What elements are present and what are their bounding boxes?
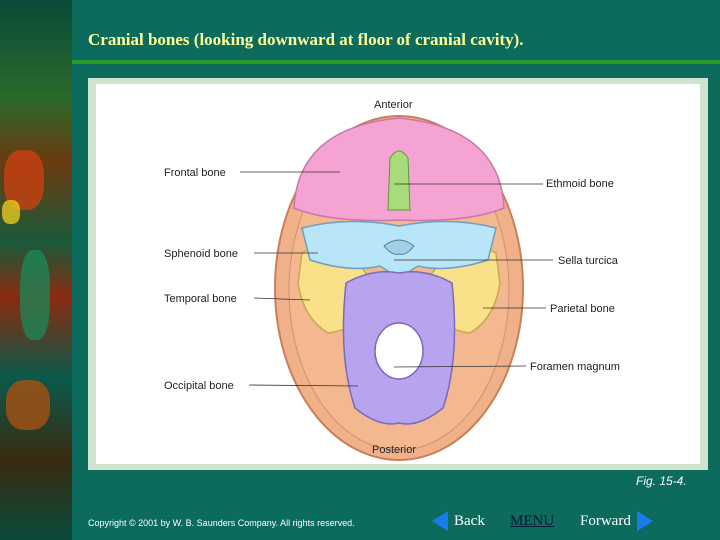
skull-figure: Anterior Posterior Frontal bone Sphenoid… [88, 78, 708, 470]
label-parietal-bone: Parietal bone [550, 303, 615, 315]
sidebar-streak [2, 200, 20, 224]
foramen-magnum-shape [374, 322, 424, 380]
cranial-floor-diagram: Anterior Posterior Frontal bone Sphenoid… [164, 99, 620, 461]
decorative-sidebar [0, 0, 72, 540]
label-anterior: Anterior [374, 99, 413, 111]
label-posterior: Posterior [372, 444, 416, 456]
sella-turcica-shape [383, 239, 415, 255]
label-frontal-bone: Frontal bone [164, 167, 226, 179]
label-sphenoid-bone: Sphenoid bone [164, 248, 238, 260]
forward-arrow-icon [636, 511, 653, 531]
back-arrow-icon [432, 511, 448, 531]
label-foramen-magnum: Foramen magnum [530, 361, 620, 373]
label-ethmoid-bone: Ethmoid bone [546, 178, 614, 190]
copyright-notice: Copyright © 2001 by W. B. Saunders Compa… [88, 518, 355, 528]
back-button[interactable]: Back [432, 510, 485, 532]
figure-caption: Fig. 15-4. [636, 474, 687, 488]
leader-lines [240, 171, 553, 387]
sidebar-streak [20, 250, 50, 340]
back-label: Back [454, 512, 485, 529]
label-temporal-bone: Temporal bone [164, 293, 237, 305]
forward-button[interactable]: Forward [580, 510, 653, 532]
menu-link[interactable]: MENU [510, 512, 555, 529]
forward-label: Forward [580, 512, 631, 529]
sidebar-streak [6, 380, 50, 430]
label-sella-turcica: Sella turcica [558, 255, 619, 267]
ethmoid-bone-shape [387, 150, 411, 211]
label-occipital-bone: Occipital bone [164, 380, 234, 392]
slide-title: Cranial bones (looking downward at floor… [88, 30, 524, 49]
title-divider [72, 60, 720, 64]
